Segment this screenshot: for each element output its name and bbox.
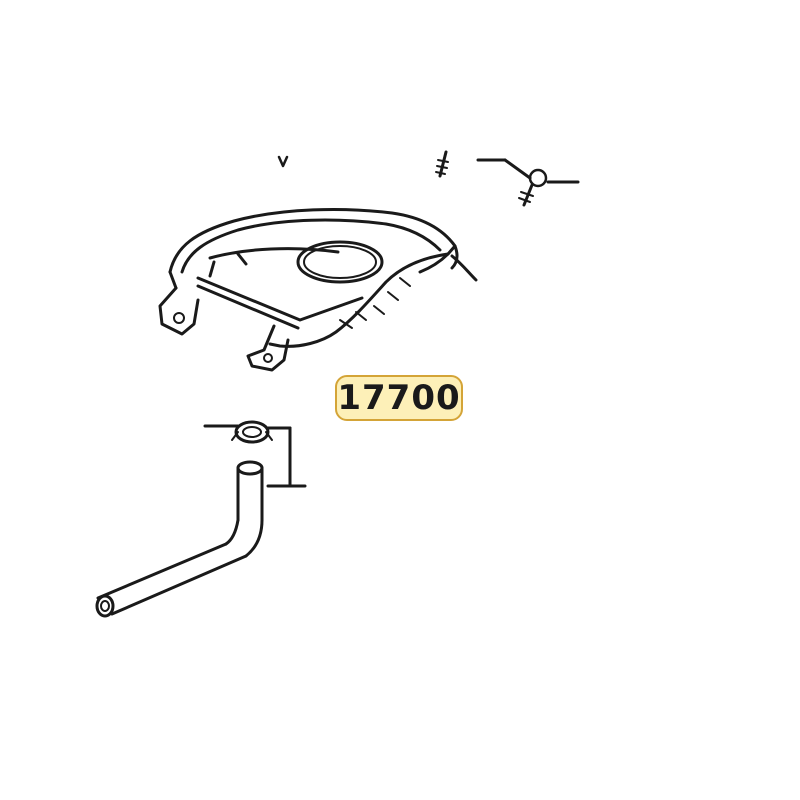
- screw-with-washer: [518, 168, 548, 207]
- leader-line-top: [476, 158, 580, 184]
- hose-clamp: [203, 420, 292, 444]
- screw-small: [277, 155, 289, 168]
- breather-hose: [95, 460, 264, 618]
- screw-tapping: [435, 150, 449, 178]
- part-number-label: 17700: [335, 375, 463, 421]
- shroud-cover: [158, 207, 478, 372]
- bracket-leader: [266, 426, 307, 488]
